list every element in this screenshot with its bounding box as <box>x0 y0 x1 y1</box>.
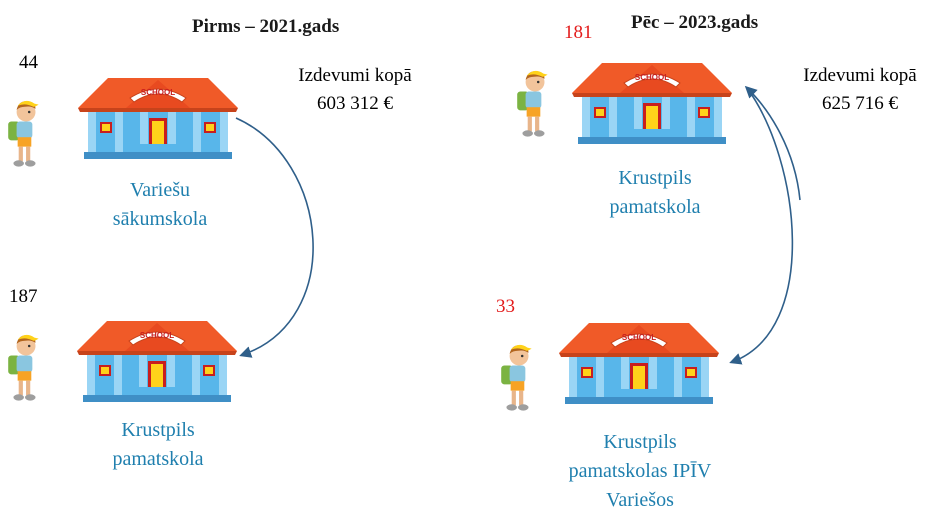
school-name-line-2: pamatskola <box>609 196 701 218</box>
school-name-line-1: Variešu <box>130 179 190 201</box>
left-top-school-name: Variešu sākumskola <box>95 176 225 234</box>
left-title: Pirms – 2021.gads <box>192 16 340 37</box>
school-name-line-1: Krustpils <box>121 419 195 441</box>
school-name-line-1: Krustpils <box>603 431 677 453</box>
cost-label: Izdevumi kopā <box>298 65 412 86</box>
right-top-count: 181 <box>564 22 593 43</box>
left-bottom-count: 187 <box>9 286 38 307</box>
left-bottom-school-name: Krustpils pamatskola <box>93 416 223 474</box>
school-name-line-2: sākumskola <box>112 208 208 230</box>
cost-value: 625 716 € <box>822 93 898 114</box>
right-bottom-school-name: Krustpils pamatskolas IPĪV Variešos <box>560 428 720 507</box>
left-cost: Izdevumi kopā 603 312 € <box>285 62 425 118</box>
curved-arrow-bidirectional <box>729 85 801 365</box>
school-name-line-1: Krustpils <box>618 167 692 189</box>
curved-arrow <box>235 117 314 358</box>
school-name-line-2: pamatskola <box>112 448 204 470</box>
right-bottom-count: 33 <box>496 296 515 317</box>
school-name-line-2: pamatskolas IPĪV <box>568 460 712 482</box>
left-top-count: 44 <box>19 52 38 73</box>
cost-label: Izdevumi kopā <box>803 65 917 86</box>
school-name-line-3: Variešos <box>606 489 674 507</box>
right-top-school-name: Krustpils pamatskola <box>590 164 720 222</box>
cost-value: 603 312 € <box>317 93 393 114</box>
right-cost: Izdevumi kopā 625 716 € <box>790 62 930 118</box>
right-title: Pēc – 2023.gads <box>631 12 759 33</box>
